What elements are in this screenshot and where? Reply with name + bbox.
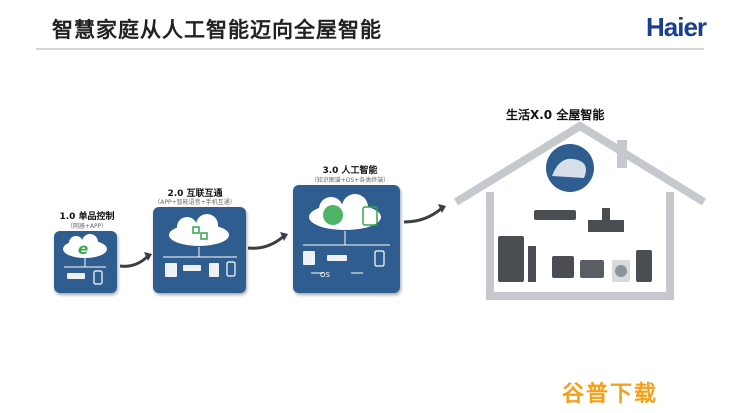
page-title: 智慧家庭从人工智能迈向全屋智能	[52, 18, 382, 42]
stage-2-subtitle: （APP+智能语音+手机互通）	[154, 199, 236, 206]
stage-1-illustration: e	[63, 234, 107, 285]
header-divider	[36, 48, 704, 50]
svg-text:e: e	[78, 240, 88, 258]
stage-2-title: 2.0 互联互通	[167, 189, 223, 199]
smart-house-illustration	[453, 121, 707, 300]
arrow-icon	[119, 252, 152, 268]
os-label: OS	[320, 271, 330, 279]
stage-3-illustration	[303, 194, 390, 274]
stage-3-panel: OS	[293, 185, 400, 293]
stage-1-title: 1.0 单品控制	[59, 212, 115, 222]
watermark-text: 谷普下载	[562, 382, 659, 407]
stage-3-title: 3.0 人工智能	[322, 166, 378, 176]
stage-1-panel: e	[54, 231, 117, 293]
brand-logo: Haier	[646, 12, 707, 42]
arrow-icon	[403, 204, 446, 224]
stage-3-subtitle: （知识图谱+OS+各类终端）	[310, 177, 390, 184]
stage-2-illustration	[163, 214, 237, 277]
stage-4-title: 生活X.0 全屋智能	[506, 108, 605, 122]
arrow-icon	[247, 232, 288, 250]
stage-2-panel	[153, 207, 246, 293]
stage-1-subtitle: （网器+APP）	[66, 223, 108, 230]
